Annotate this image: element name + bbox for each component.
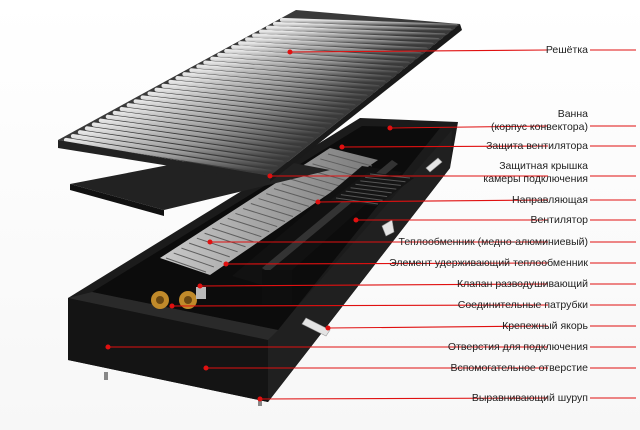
label-tray: Ванна (корпус конвектора) xyxy=(491,108,588,134)
leader-dot xyxy=(204,366,208,370)
label-tray-line1: Ванна xyxy=(491,108,588,121)
leader-dot xyxy=(354,218,358,222)
label-heat-exchanger: Теплообменник (медно-алюминиевый) xyxy=(399,236,588,249)
leader-dot xyxy=(170,304,174,308)
leader-dot xyxy=(224,262,228,266)
leader-dot xyxy=(198,284,202,288)
label-tray-line2: (корпус конвектора) xyxy=(491,121,588,134)
label-connection-holes: Отверстия для подключения xyxy=(448,341,588,354)
leader-dot xyxy=(258,397,262,401)
leader-dot xyxy=(268,174,272,178)
label-connection-pipes: Соединительные патрубки xyxy=(458,299,588,312)
label-grille: Решётка xyxy=(546,44,588,57)
label-aux-hole: Вспомогательное отверстие xyxy=(450,362,588,375)
label-air-valve: Клапан разводушивающий xyxy=(457,278,588,291)
label-guide: Направляющая xyxy=(512,194,588,207)
leader-dot xyxy=(288,50,292,54)
leader-dot xyxy=(106,345,110,349)
leader-dot xyxy=(316,200,320,204)
label-exchanger-holder: Элемент удерживающий теплообменник xyxy=(389,257,588,270)
leader-dot xyxy=(388,126,392,130)
label-leveling-screw: Выравнивающий шуруп xyxy=(472,392,588,405)
label-chamber-cover-line2: камеры подключения xyxy=(483,173,588,186)
leader-dot xyxy=(340,145,344,149)
label-fan-guard: Защита вентилятора xyxy=(486,140,588,153)
label-chamber-cover-line1: Защитная крышка xyxy=(483,160,588,173)
label-chamber-cover: Защитная крышка камеры подключения xyxy=(483,160,588,186)
label-fan: Вентилятор xyxy=(531,214,589,227)
leveling-screw-part-2 xyxy=(104,372,108,380)
leader-dot xyxy=(326,326,330,330)
leader-dot xyxy=(208,240,212,244)
label-anchor: Крепежный якорь xyxy=(502,320,588,333)
